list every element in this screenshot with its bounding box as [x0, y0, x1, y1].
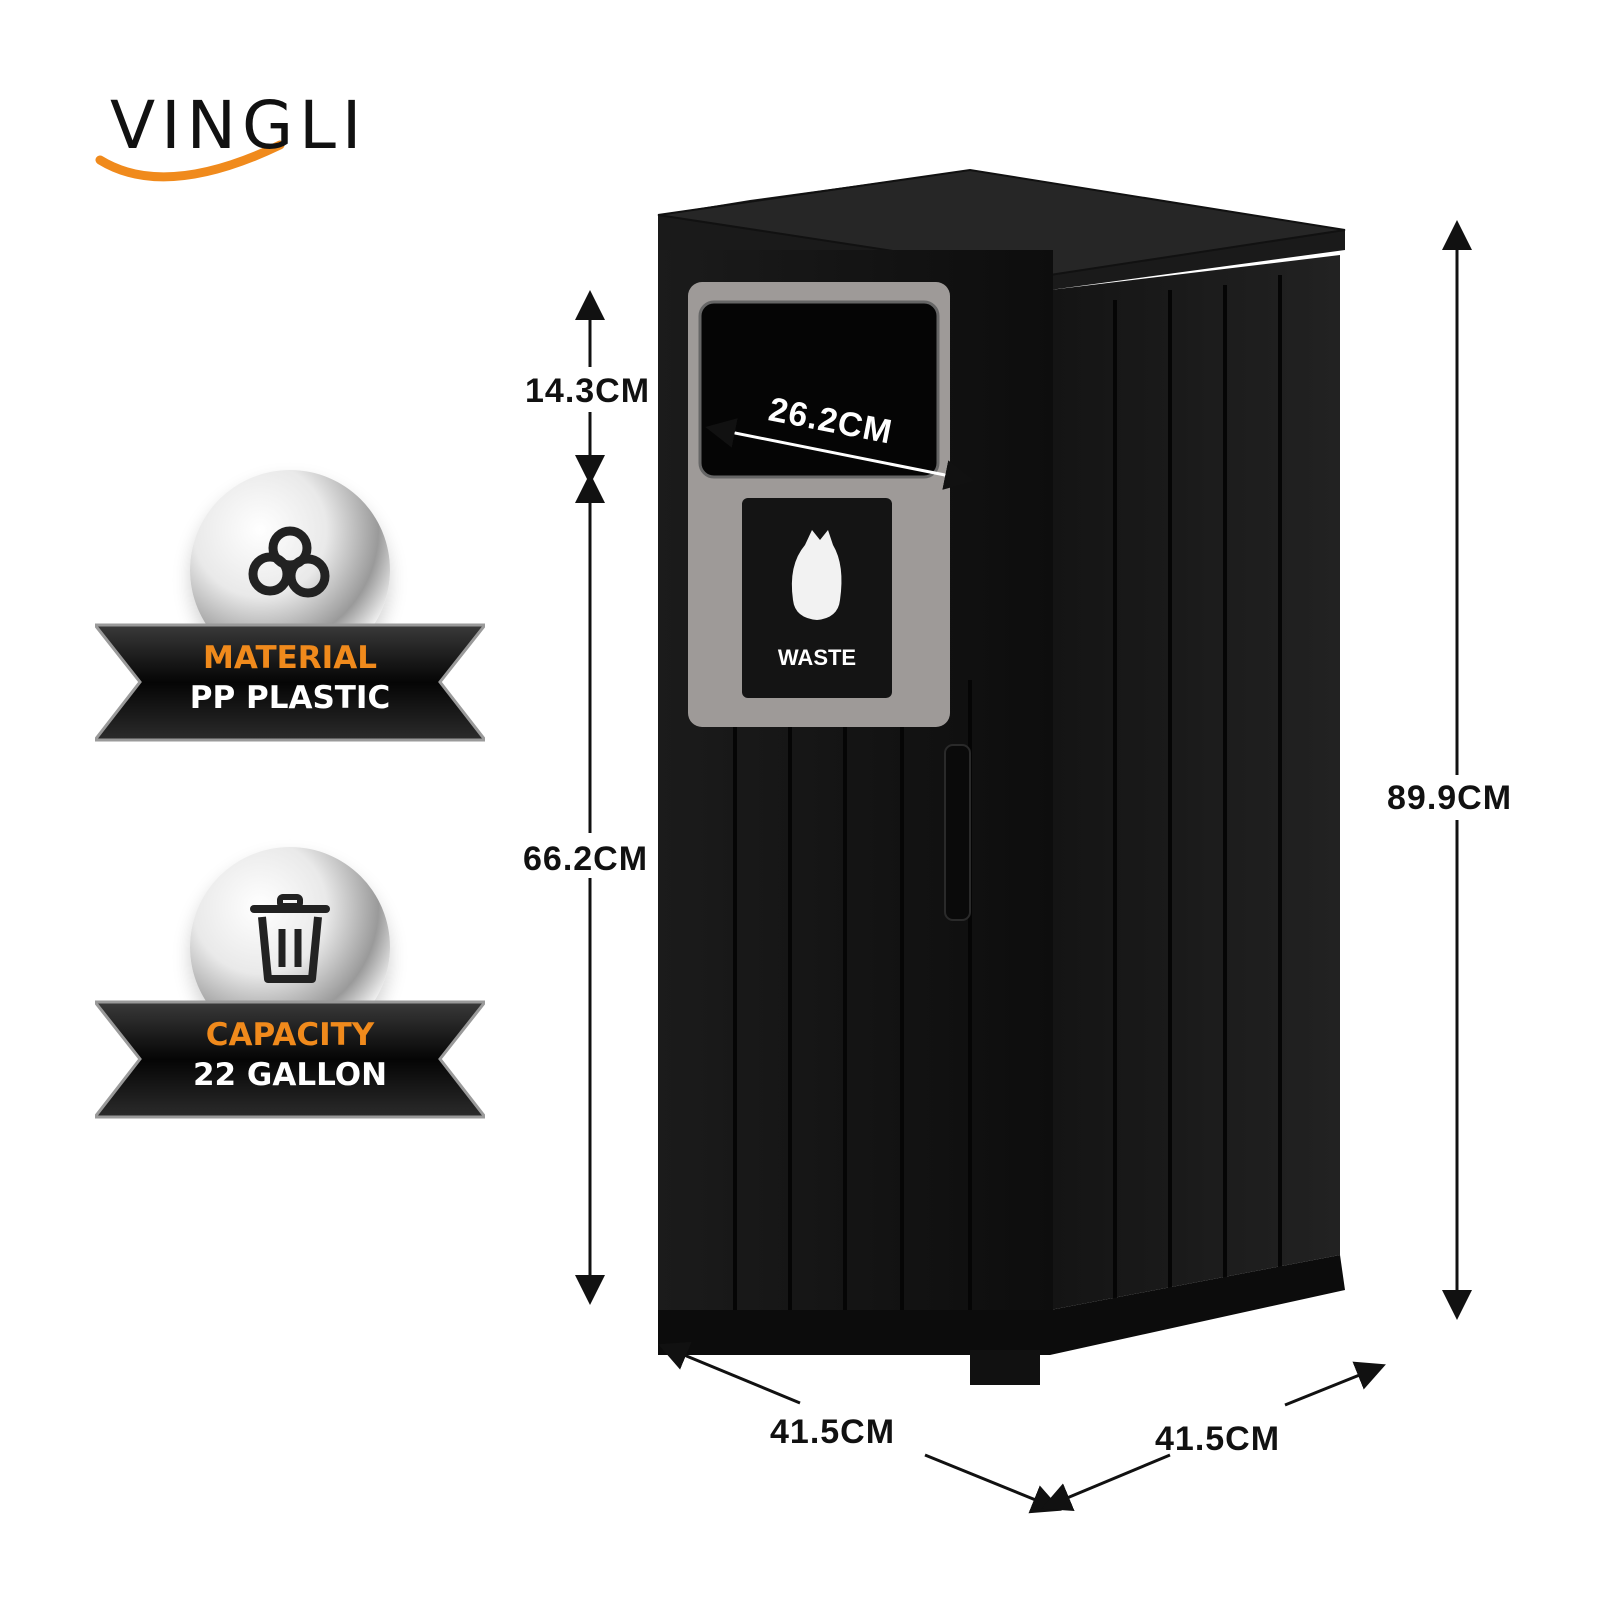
dimension-opening-height: 14.3CM	[525, 372, 651, 410]
logo-text: VINGLI	[110, 87, 368, 164]
feature-value: 22 GALLON	[192, 1057, 388, 1093]
trash-can-icon	[250, 894, 330, 983]
waste-label: WASTE	[778, 645, 856, 670]
dimension-lower-height: 66.2CM	[523, 840, 649, 878]
logo-swoosh	[95, 140, 285, 182]
dimension-depth: 41.5CM	[770, 1413, 896, 1451]
feature-badge-capacity: CAPACITY 22 GALLON	[95, 847, 495, 1147]
garbage-bag-icon	[791, 530, 842, 620]
trash-can-product: WASTE	[657, 168, 1346, 1385]
feature-title: MATERIAL	[203, 640, 377, 676]
pellets-icon	[248, 526, 330, 598]
feature-badge-material: MATERIAL PP PLASTIC	[95, 470, 495, 770]
dimension-width: 41.5CM	[1155, 1420, 1281, 1458]
feature-value: PP PLASTIC	[189, 680, 391, 716]
dimension-total-height: 89.9CM	[1387, 779, 1513, 817]
brand-logo: VINGLI	[95, 85, 395, 195]
ribbon	[95, 623, 485, 742]
feature-title: CAPACITY	[205, 1017, 375, 1053]
ribbon	[95, 1000, 485, 1119]
